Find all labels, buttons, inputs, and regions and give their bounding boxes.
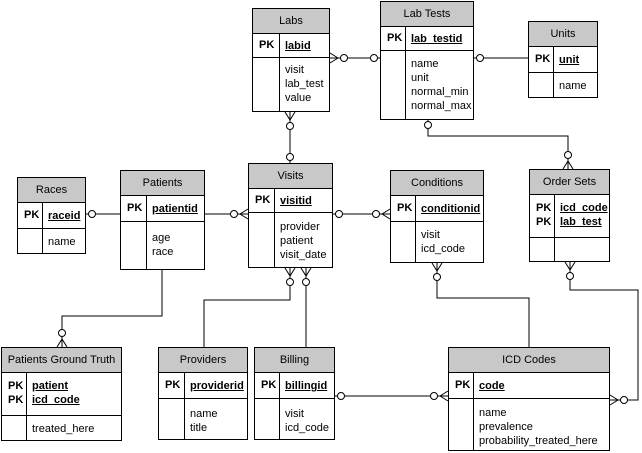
pgt-pk-patient: patient [32, 380, 69, 392]
pk-label: PK [387, 32, 403, 44]
crowsfoot-visits-conditions [381, 208, 391, 220]
pk-label: PK [261, 379, 277, 391]
crowsfoot-ordersets-icd [564, 261, 576, 271]
units-title: Units [529, 22, 597, 47]
visits-field-patient: patient [280, 235, 314, 247]
crowsfoot-billing-icd [439, 390, 449, 402]
lab-tests-field-normal-max: normal_max [411, 100, 472, 112]
link-patients-pgt [61, 270, 163, 347]
icd-codes-field-probability-treated-here: probability_treated_here [479, 435, 598, 447]
crowsfoot-visits-billing [300, 267, 312, 277]
visits-title: Visits [249, 164, 332, 189]
icd-codes-title: ICD Codes [449, 348, 609, 373]
visits-entity[interactable]: Visits PK visitid provider patient visit… [248, 163, 333, 268]
pk-label: PK [536, 202, 552, 214]
labs-pk-labid: labid [285, 40, 311, 52]
conditions-field-icd-code: icd_code [421, 243, 466, 255]
pk-label: PK [259, 39, 275, 51]
labs-field-value: value [285, 92, 312, 104]
patients-field-race: race [152, 246, 174, 258]
crowsfoot-patients-visits [239, 208, 249, 220]
races-pk-raceid: raceid [48, 210, 81, 222]
patients-pk-patientid: patientid [152, 203, 198, 215]
pk-label: PK [455, 379, 471, 391]
providers-field-name: name [190, 408, 218, 420]
link-conditions-icdcodes [436, 263, 530, 347]
labs-entity[interactable]: Labs PK labid visit lab_test value [252, 8, 330, 112]
icd-codes-entity[interactable]: ICD Codes PK code name prevalence probab… [448, 347, 610, 451]
crowsfoot-icd-ordersets [609, 394, 619, 406]
crowsfoot-labs-visits [284, 111, 296, 121]
providers-title: Providers [159, 348, 247, 373]
lab-tests-field-normal-min: normal_min [411, 86, 469, 98]
crowsfoot-conditions-icd [431, 262, 443, 272]
order-sets-entity[interactable]: Order Sets PK PK icd_code lab_test [529, 169, 610, 262]
pk-label: PK [255, 194, 271, 206]
patients-entity[interactable]: Patients PK patientid age race [120, 170, 205, 270]
pk-label: PK [535, 53, 551, 65]
units-pk-unit: unit [559, 54, 580, 66]
visits-pk-visitid: visitid [280, 195, 312, 207]
races-field-name: name [48, 236, 76, 248]
crowsfoot-labs-labtests [329, 52, 339, 64]
pk-label: PK [397, 202, 413, 214]
races-entity[interactable]: Races PK raceid name [17, 177, 86, 254]
labs-field-lab-test: lab_test [285, 78, 324, 90]
icd-codes-field-prevalence: prevalence [479, 421, 533, 433]
visits-field-provider: provider [280, 221, 320, 233]
link-ordersets-icdcodes [569, 262, 639, 401]
providers-field-title: title [190, 422, 208, 434]
labs-title: Labs [253, 9, 329, 34]
conditions-entity[interactable]: Conditions PK conditionid visit icd_code [390, 170, 484, 263]
order-sets-pk-icd-code: icd_code [560, 202, 608, 214]
pk-label: PK [536, 216, 552, 228]
pk-label: PK [8, 394, 24, 406]
lab-tests-field-name: name [411, 58, 439, 70]
crowsfoot-pgt-patients [56, 338, 68, 348]
pgt-pk-icd-code: icd_code [32, 394, 80, 406]
visits-field-visit-date: visit_date [280, 249, 327, 261]
patients-title: Patients [121, 171, 204, 196]
conditions-title: Conditions [391, 171, 483, 196]
units-field-name: name [559, 80, 587, 92]
lab-tests-title: Lab Tests [381, 2, 473, 27]
providers-entity[interactable]: Providers PK providerid name title [158, 347, 248, 440]
billing-field-visit: visit [285, 408, 304, 420]
lab-tests-field-unit: unit [411, 72, 429, 84]
lab-tests-pk-lab-testid: lab_testid [411, 33, 463, 45]
pk-label: PK [165, 379, 181, 391]
providers-pk-providerid: providerid [190, 380, 244, 392]
patients-ground-truth-title: Patients Ground Truth [2, 348, 121, 373]
link-visits-providers [203, 268, 291, 347]
patients-ground-truth-entity[interactable]: Patients Ground Truth PK PK patient icd_… [1, 347, 122, 441]
billing-entity[interactable]: Billing PK billingid visit icd_code [254, 347, 335, 440]
units-entity[interactable]: Units PK unit name [528, 21, 598, 98]
pgt-field-treated-here: treated_here [32, 423, 95, 435]
races-title: Races [18, 178, 85, 203]
labs-field-visit: visit [285, 64, 304, 76]
order-sets-title: Order Sets [530, 170, 609, 195]
billing-pk-billingid: billingid [285, 380, 328, 392]
billing-title: Billing [255, 348, 334, 373]
pk-label: PK [127, 202, 143, 214]
link-labtests-ordersets [427, 120, 569, 169]
crowsfoot-ordersets-labtests [562, 160, 574, 170]
pk-label: PK [8, 380, 24, 392]
pk-label: PK [24, 209, 40, 221]
lab-tests-entity[interactable]: Lab Tests PK lab_testid name unit normal… [380, 1, 474, 120]
icd-codes-field-name: name [479, 407, 507, 419]
conditions-pk-conditionid: conditionid [421, 203, 481, 215]
patients-field-age: age [152, 232, 171, 244]
icd-codes-pk-code: code [479, 380, 505, 392]
conditions-field-visit: visit [421, 229, 440, 241]
billing-field-icd-code: icd_code [285, 422, 330, 434]
order-sets-pk-lab-test: lab_test [560, 216, 602, 228]
crowsfoot-visits-providers [284, 267, 296, 277]
